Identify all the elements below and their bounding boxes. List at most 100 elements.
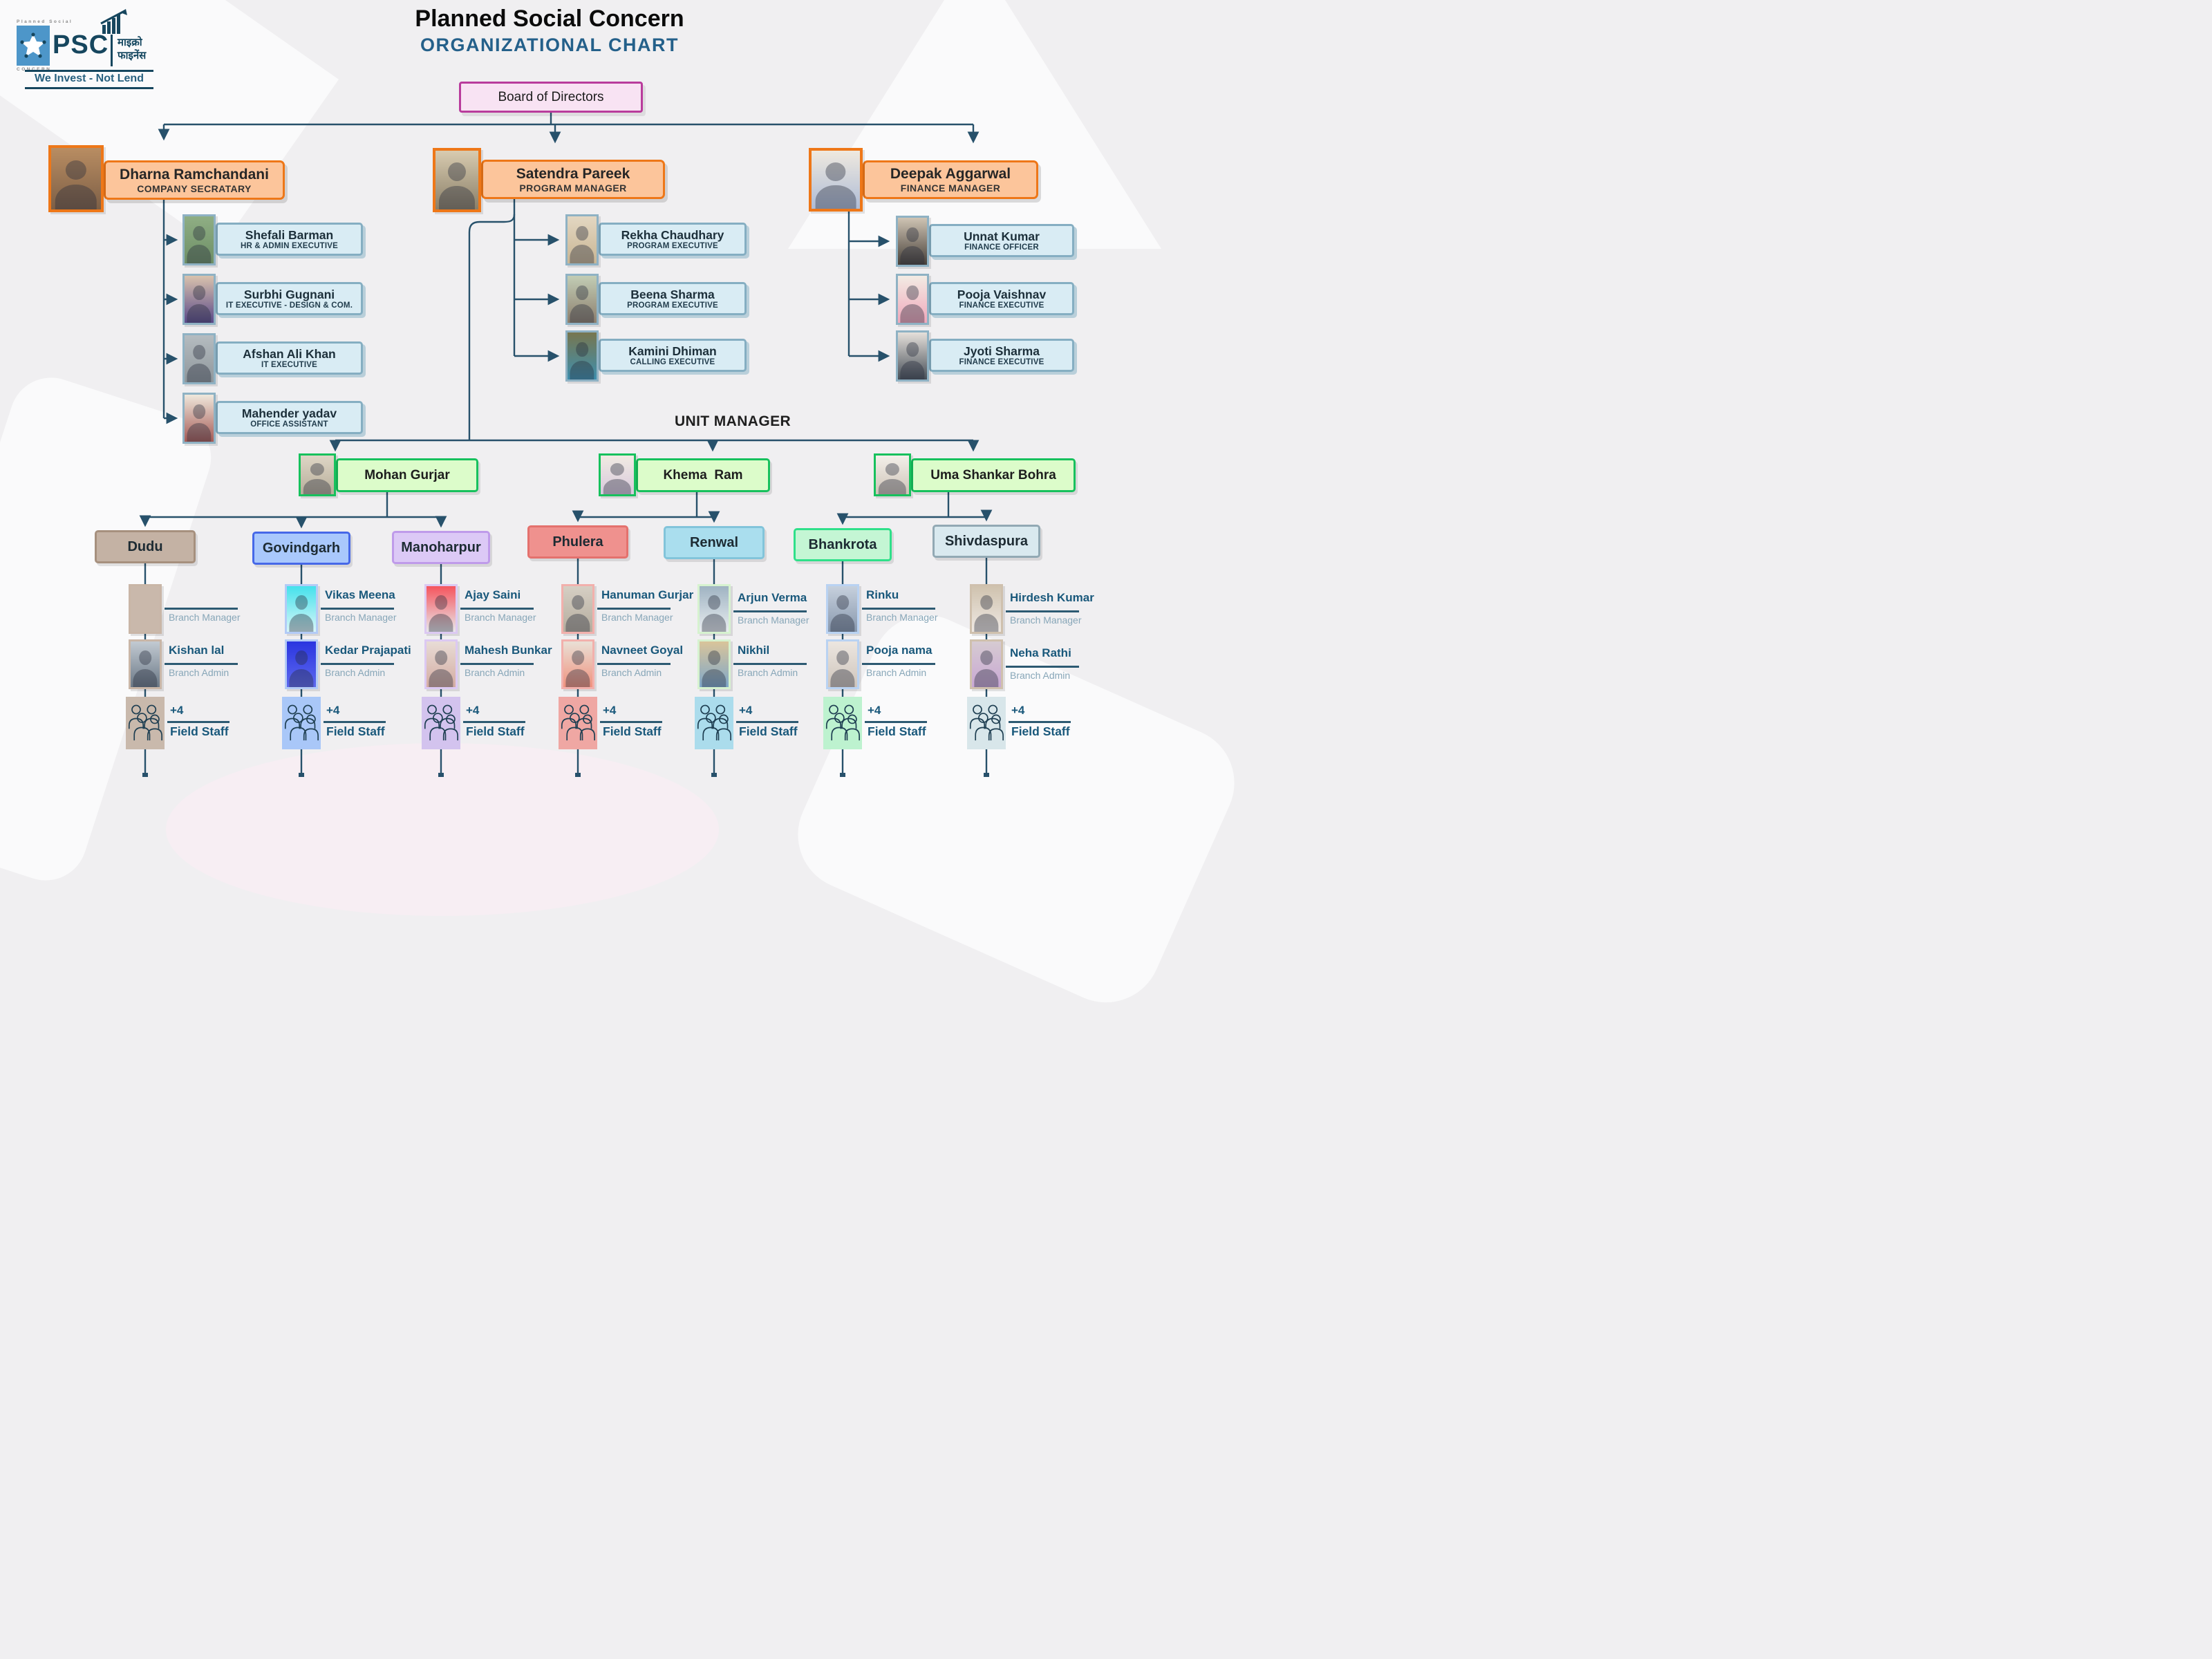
field-staff-count: +4 xyxy=(1011,704,1025,717)
exec-card-pooja-vaishnav: Pooja Vaishnav FINANCE EXECUTIVE xyxy=(929,282,1074,315)
photo-shefali-barman xyxy=(182,214,216,265)
exec-card-kamini-dhiman: Kamini Dhiman CALLING EXECUTIVE xyxy=(599,339,747,372)
unit-card-uma-shankar-bohra: Uma Shankar Bohra xyxy=(911,458,1076,492)
photo-dharna-ramchandani xyxy=(48,145,104,212)
page-subtitle: ORGANIZATIONAL CHART xyxy=(420,35,679,55)
branch-manager-name: Arjun Verma xyxy=(738,591,807,604)
exec-name: Kamini Dhiman xyxy=(628,344,717,358)
exec-name: Pooja Vaishnav xyxy=(957,288,1047,301)
divider xyxy=(733,663,807,665)
branch-box-shivdaspura: Shivdaspura xyxy=(932,525,1040,558)
manager-title: PROGRAM MANAGER xyxy=(519,182,627,194)
photo-kishan-lal xyxy=(129,639,162,689)
exec-card-shefali-barman: Shefali Barman HR & ADMIN EXECUTIVE xyxy=(216,223,363,256)
divider xyxy=(324,721,386,723)
field-staff-count: +4 xyxy=(326,704,340,717)
divider xyxy=(1006,610,1079,612)
unit-card-mohan-gurjar: Mohan Gurjar xyxy=(336,458,478,492)
exec-name: Jyoti Sharma xyxy=(964,344,1040,358)
exec-name: Surbhi Gugnani xyxy=(243,288,335,301)
photo-nikhil xyxy=(697,639,731,689)
logo-bottom-text: CONCERN xyxy=(17,67,51,72)
field-staff-label: Field Staff xyxy=(170,724,229,738)
photo-kedar-prajapati xyxy=(285,639,318,689)
field-staff-label: Field Staff xyxy=(1011,724,1070,738)
divider xyxy=(463,721,525,723)
field-staff-icon xyxy=(282,697,321,749)
photo-rinku xyxy=(826,584,859,634)
exec-card-mahender-yadav: Mahender yadav OFFICE ASSISTANT xyxy=(216,401,363,434)
field-staff-icon xyxy=(422,697,460,749)
field-staff-icon xyxy=(695,697,733,749)
branch-admin-title: Branch Admin xyxy=(465,667,525,678)
manager-name: Deepak Aggarwal xyxy=(890,166,1011,182)
photo-satendra-pareek xyxy=(433,148,481,212)
branch-manager-name: Ajay Saini xyxy=(465,588,521,601)
exec-title: IT EXECUTIVE xyxy=(261,361,317,369)
branch-box-phulera: Phulera xyxy=(527,525,628,559)
field-staff-count: +4 xyxy=(466,704,480,717)
photo-mohan-gurjar xyxy=(299,453,336,496)
branch-admin-title: Branch Admin xyxy=(738,667,798,678)
branch-admin-name: Neha Rathi xyxy=(1010,646,1071,659)
logo-chart-icon xyxy=(100,9,127,34)
branch-box-govindgarh: Govindgarh xyxy=(252,532,350,565)
field-staff-count: +4 xyxy=(868,704,881,717)
divider xyxy=(1009,721,1071,723)
divider xyxy=(321,608,394,610)
branch-manager-title: Branch Manager xyxy=(465,612,536,623)
unit-card-khema-ram: Khema Ram xyxy=(636,458,770,492)
photo-ajay-saini xyxy=(424,584,458,634)
exec-title: FINANCE EXECUTIVE xyxy=(959,358,1044,366)
branch-admin-name: Pooja nama xyxy=(866,644,932,657)
page-title: Planned Social Concern xyxy=(415,6,684,32)
branch-manager-title: Branch Manager xyxy=(866,612,938,623)
divider xyxy=(165,663,238,665)
exec-name: Unnat Kumar xyxy=(964,229,1040,243)
exec-title: OFFICE ASSISTANT xyxy=(250,420,328,429)
exec-card-jyoti-sharma: Jyoti Sharma FINANCE EXECUTIVE xyxy=(929,339,1074,372)
exec-name: Shefali Barman xyxy=(245,228,334,242)
logo-hindi-line1: माइक्रो xyxy=(118,37,142,48)
logo-acronym: PSC xyxy=(53,30,109,59)
photo-vikas-meena xyxy=(285,584,318,634)
connector-lines xyxy=(139,113,993,777)
branch-admin-name: Kedar Prajapati xyxy=(325,644,411,657)
logo-top-text: Planned Social xyxy=(17,19,73,24)
manager-name: Satendra Pareek xyxy=(516,165,630,182)
exec-card-unnat-kumar: Unnat Kumar FINANCE OFFICER xyxy=(929,224,1074,257)
divider xyxy=(460,608,534,610)
exec-card-afshan-ali-khan: Afshan Ali Khan IT EXECUTIVE xyxy=(216,341,363,375)
exec-title: HR & ADMIN EXECUTIVE xyxy=(241,242,338,250)
logo-divider xyxy=(111,35,113,66)
branch-box-dudu: Dudu xyxy=(95,530,196,563)
field-staff-icon xyxy=(823,697,862,749)
branch-admin-name: Kishan lal xyxy=(169,644,225,657)
branch-manager-name: Hirdesh Kumar xyxy=(1010,591,1094,604)
manager-card-company-secretary: Dharna Ramchandani COMPANY SECRATARY xyxy=(104,160,285,200)
manager-title: FINANCE MANAGER xyxy=(900,182,1001,194)
photo-kamini-dhiman xyxy=(565,330,599,382)
divider xyxy=(597,608,671,610)
photo-mahesh-bunkar xyxy=(424,639,458,689)
watermark-shape xyxy=(166,743,719,916)
branch-admin-title: Branch Admin xyxy=(169,667,229,678)
branch-admin-title: Branch Admin xyxy=(866,667,927,678)
logo-tagline: We Invest - Not Lend xyxy=(35,73,144,84)
branch-manager-title: Branch Manager xyxy=(325,612,397,623)
field-staff-label: Field Staff xyxy=(868,724,926,738)
logo: Planned Social CONCERN PSC माइक्रो फाइने… xyxy=(10,4,155,91)
branch-manager-name: Hanuman Gurjar xyxy=(601,588,694,601)
branch-manager-name: Rinku xyxy=(866,588,899,601)
manager-title: COMPANY SECRATARY xyxy=(137,182,252,194)
manager-card-program-manager: Satendra Pareek PROGRAM MANAGER xyxy=(481,160,665,199)
exec-name: Beena Sharma xyxy=(630,288,715,301)
divider xyxy=(733,610,807,612)
photo-pooja-vaishnav xyxy=(896,274,929,325)
photo-jyoti-sharma xyxy=(896,330,929,382)
exec-title: CALLING EXECUTIVE xyxy=(630,358,715,366)
field-staff-icon xyxy=(126,697,165,749)
logo-hindi-line2: फाइनेंस xyxy=(118,50,147,62)
exec-title: PROGRAM EXECUTIVE xyxy=(627,242,718,250)
photo-pooja-nama xyxy=(826,639,859,689)
